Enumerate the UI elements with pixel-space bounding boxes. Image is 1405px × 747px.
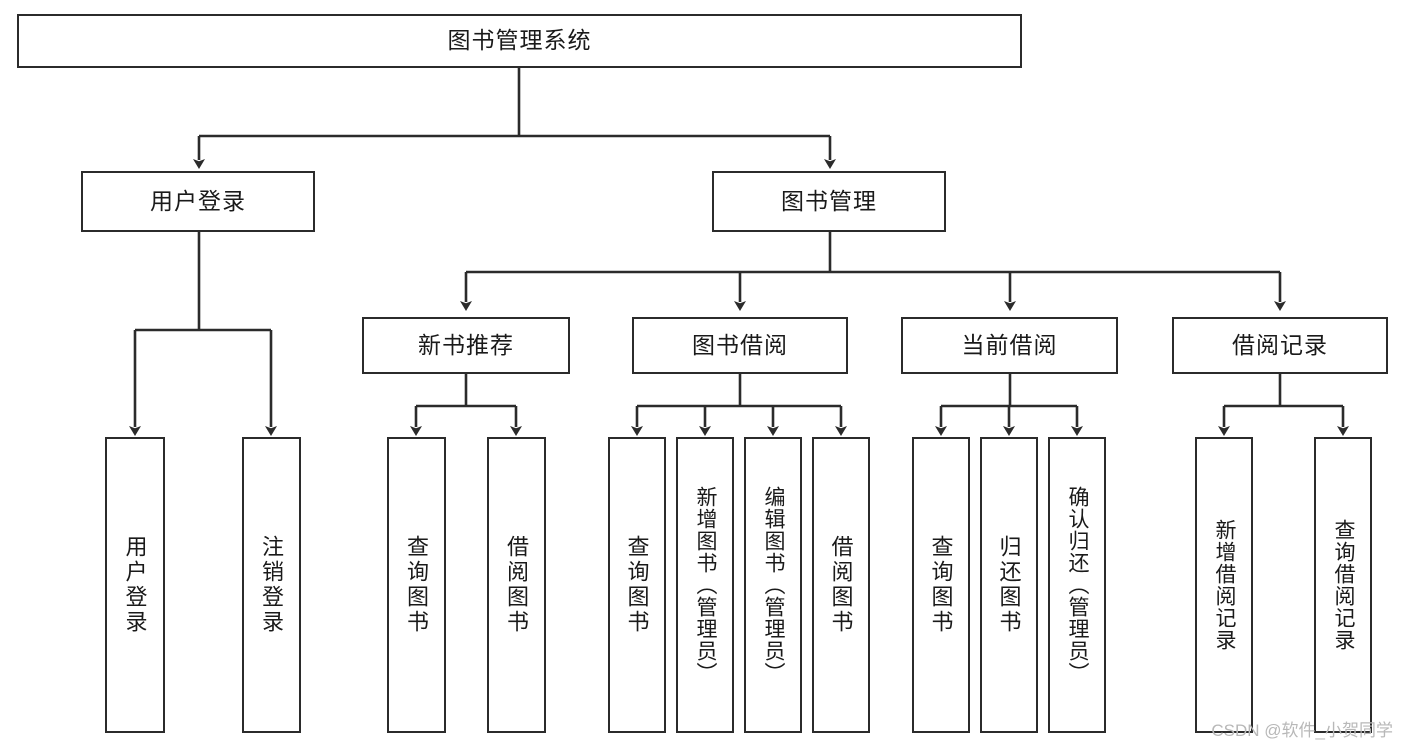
leaf-query-borrow-record[interactable]: 查询借阅记录 bbox=[1314, 437, 1372, 733]
node-label: 用户登录 bbox=[150, 187, 246, 214]
leaf-user-login[interactable]: 用户登录 bbox=[105, 437, 165, 733]
node-root-book-management-system[interactable]: 图书管理系统 bbox=[17, 14, 1022, 68]
node-label: 查询借阅记录 bbox=[1332, 519, 1356, 651]
node-new-book-recommendation[interactable]: 新书推荐 bbox=[362, 317, 570, 374]
node-borrow-record[interactable]: 借阅记录 bbox=[1172, 317, 1388, 374]
node-current-borrow[interactable]: 当前借阅 bbox=[901, 317, 1118, 374]
node-label: 注销登录 bbox=[259, 535, 285, 635]
csdn-watermark: CSDN @软件_小贺同学 bbox=[1211, 721, 1393, 740]
node-label: 当前借阅 bbox=[961, 331, 1058, 358]
node-label: 用户登录 bbox=[122, 535, 148, 635]
leaf-borrow-book-recommend[interactable]: 借阅图书 bbox=[487, 437, 546, 733]
node-label: 编辑图书（管理员） bbox=[762, 486, 786, 684]
leaf-add-book-admin[interactable]: 新增图书（管理员） bbox=[676, 437, 734, 733]
node-label: 图书管理 bbox=[781, 187, 877, 214]
node-book-management[interactable]: 图书管理 bbox=[712, 171, 946, 232]
leaf-add-borrow-record[interactable]: 新增借阅记录 bbox=[1195, 437, 1253, 733]
node-user-login[interactable]: 用户登录 bbox=[81, 171, 315, 232]
node-label: 新增借阅记录 bbox=[1213, 519, 1237, 651]
leaf-borrow-book[interactable]: 借阅图书 bbox=[812, 437, 870, 733]
leaf-return-book[interactable]: 归还图书 bbox=[980, 437, 1038, 733]
node-label: 新书推荐 bbox=[418, 331, 514, 358]
node-label: 借阅记录 bbox=[1232, 331, 1328, 358]
node-label: 查询图书 bbox=[404, 535, 430, 635]
leaf-query-book-recommend[interactable]: 查询图书 bbox=[387, 437, 446, 733]
node-book-borrow[interactable]: 图书借阅 bbox=[632, 317, 848, 374]
leaf-edit-book-admin[interactable]: 编辑图书（管理员） bbox=[744, 437, 802, 733]
node-label: 确认归还（管理员） bbox=[1066, 486, 1090, 684]
node-label: 查询图书 bbox=[928, 535, 954, 635]
leaf-confirm-return-admin[interactable]: 确认归还（管理员） bbox=[1048, 437, 1106, 733]
node-label: 借阅图书 bbox=[828, 535, 854, 635]
node-label: 图书管理系统 bbox=[447, 27, 592, 54]
leaf-query-book-borrow[interactable]: 查询图书 bbox=[608, 437, 666, 733]
node-label: 查询图书 bbox=[624, 535, 650, 635]
node-label: 新增图书（管理员） bbox=[694, 486, 718, 684]
node-label: 借阅图书 bbox=[504, 535, 530, 635]
leaf-query-book-current[interactable]: 查询图书 bbox=[912, 437, 970, 733]
node-label: 图书借阅 bbox=[692, 331, 788, 358]
leaf-logout[interactable]: 注销登录 bbox=[242, 437, 301, 733]
node-label: 归还图书 bbox=[996, 535, 1022, 635]
